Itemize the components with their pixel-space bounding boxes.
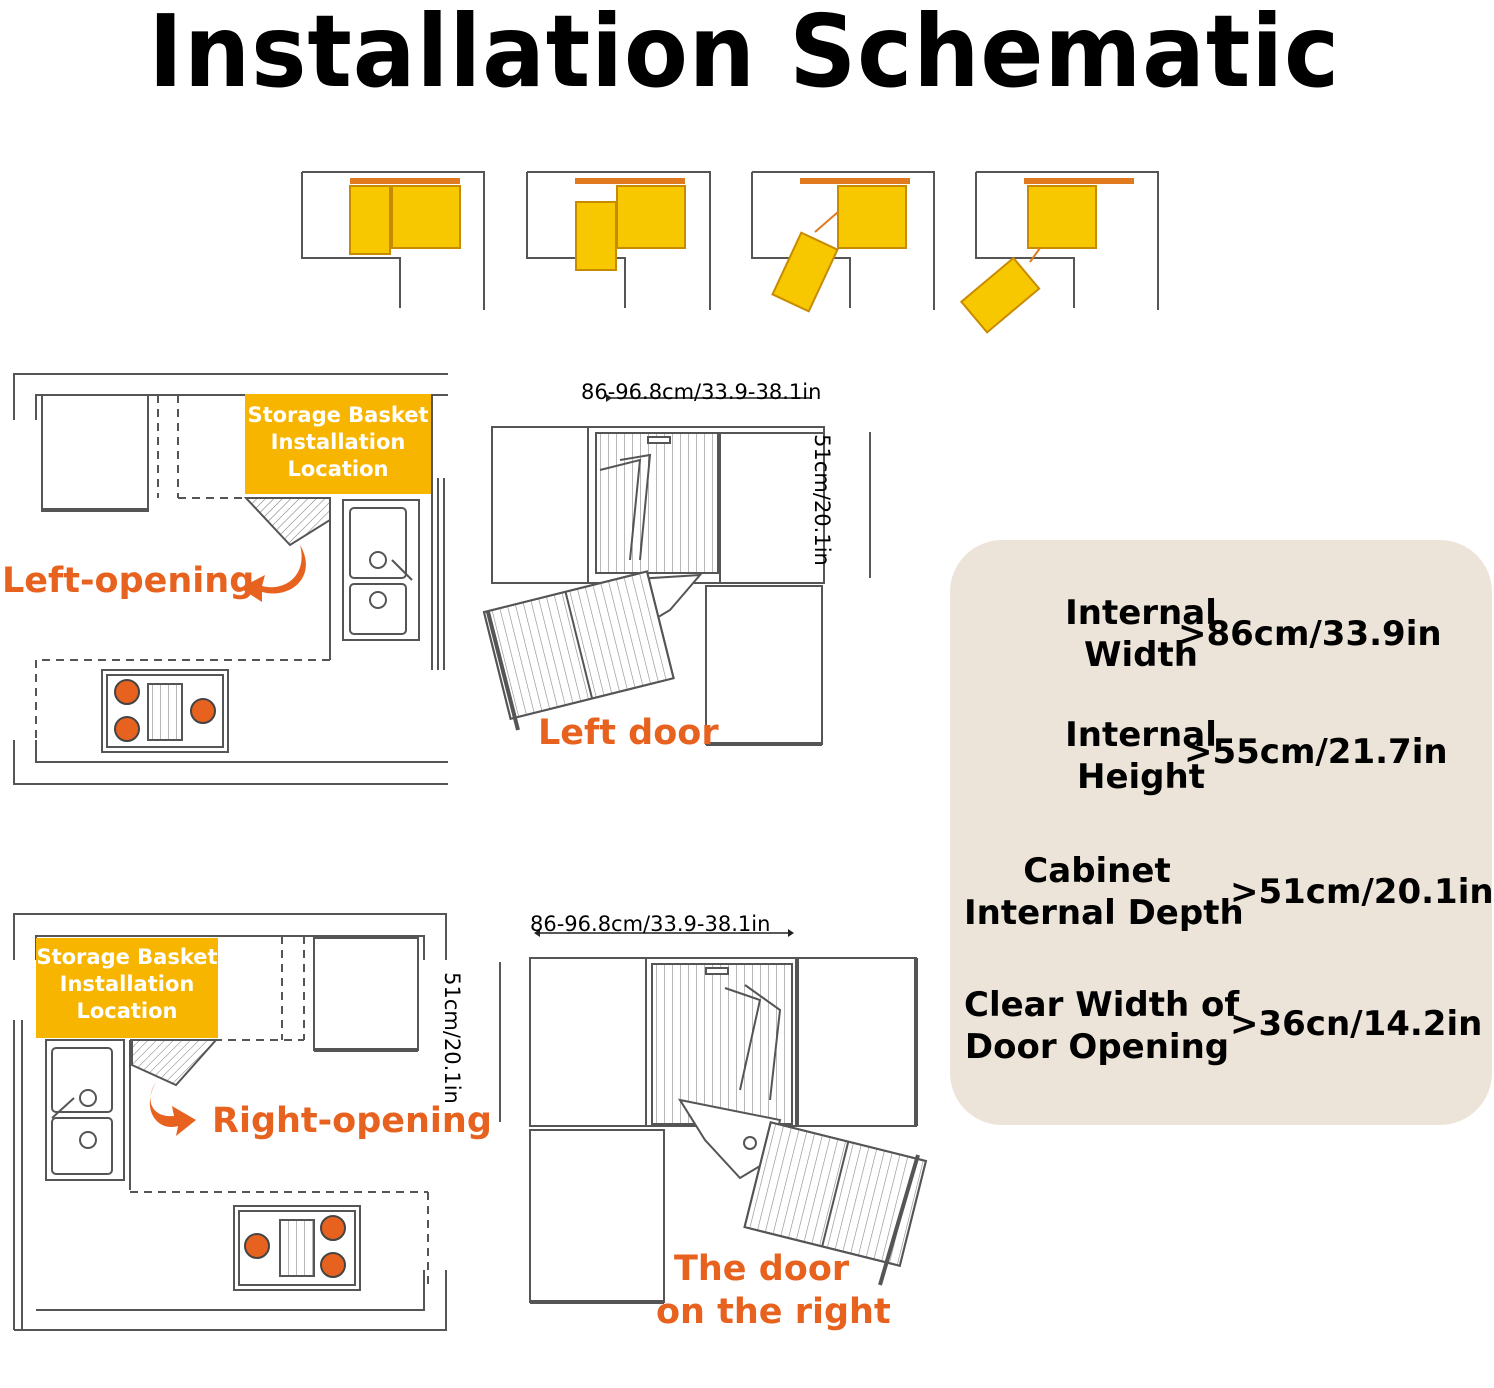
left-door-label: Left door [538, 713, 719, 753]
spec-value-door-opening: >36cn/14.2in [1230, 1004, 1483, 1044]
spec-value-internal-height: >55cm/21.7in [1184, 732, 1448, 772]
mechanism-step-3 [751, 171, 935, 313]
left-depth-dimension: 51cm/20.1in [809, 434, 834, 566]
specifications-panel: Internal Width >86cm/33.9in Internal Hei… [950, 540, 1494, 1125]
right-width-dimension: 86-96.8cm/33.9-38.1in [530, 912, 771, 936]
page-title: Installation Schematic [148, 0, 1341, 110]
mechanism-step-2 [526, 171, 711, 310]
spec-value-internal-depth: >51cm/20.1in [1230, 872, 1494, 912]
spec-name-door-opening: Clear Width of Door Opening [964, 985, 1240, 1067]
left-width-dimension: 86-96.8cm/33.9-38.1in [581, 380, 822, 404]
right-opening-arrow [149, 1082, 196, 1136]
right-cabinet-drawing [499, 929, 928, 1304]
mechanism-step-1 [301, 171, 485, 310]
spec-name-internal-depth: Cabinet Internal Depth [964, 851, 1244, 933]
right-basket-location-label: Storage Basket Installation Location [36, 938, 218, 1038]
spec-name-internal-height: Internal Height [1065, 715, 1217, 797]
mechanism-step-4 [959, 171, 1159, 334]
spec-value-internal-width: >86cm/33.9in [1178, 614, 1442, 654]
right-door-label-line2: on the right [656, 1292, 891, 1332]
spec-name-internal-width: Internal Width [1065, 593, 1217, 675]
right-depth-dimension: 51cm/20.1in [439, 972, 464, 1104]
left-basket-location-label: Storage Basket Installation Location [245, 394, 431, 494]
right-door-label-line1: The door [674, 1249, 850, 1289]
left-opening-arrow [240, 545, 306, 602]
left-cabinet-drawing [482, 394, 871, 746]
right-opening-label: Right-opening [212, 1101, 492, 1141]
right-kitchen-plan [13, 913, 447, 1331]
left-opening-label: Left-opening [2, 561, 255, 601]
